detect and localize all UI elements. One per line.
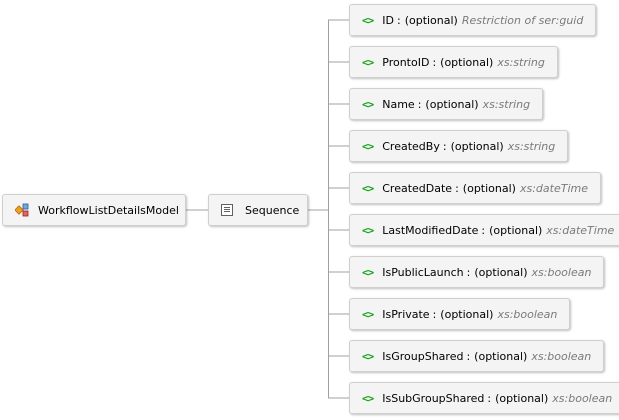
- element-occurrence: (optional): [450, 139, 504, 153]
- element-type: Restriction of ser:guid: [461, 13, 584, 27]
- element-name: IsGroupShared: [382, 349, 464, 363]
- element-separator: :: [466, 349, 471, 363]
- element-separator: :: [432, 307, 437, 321]
- sequence-label: Sequence: [245, 203, 300, 217]
- element-node[interactable]: <> Name:(optional)xs:string: [349, 88, 544, 120]
- element-occurrence: (optional): [474, 265, 528, 279]
- element-name: IsPublicLaunch: [382, 265, 464, 279]
- element-icon: <>: [362, 139, 374, 153]
- element-separator: :: [487, 391, 492, 405]
- element-type: xs:boolean: [531, 349, 592, 363]
- element-icon: <>: [362, 349, 374, 363]
- element-type: xs:string: [507, 139, 556, 153]
- complex-type-icon: [15, 203, 29, 217]
- element-occurrence: (optional): [474, 349, 528, 363]
- element-type: xs:dateTime: [546, 223, 615, 237]
- element-node[interactable]: <> CreatedBy:(optional)xs:string: [349, 130, 569, 162]
- element-occurrence: (optional): [440, 55, 494, 69]
- element-occurrence: (optional): [440, 307, 494, 321]
- element-icon: <>: [362, 391, 374, 405]
- element-type: xs:boolean: [552, 391, 613, 405]
- element-node[interactable]: <> CreatedDate:(optional)xs:dateTime: [349, 172, 601, 204]
- element-icon: <>: [362, 97, 374, 111]
- element-occurrence: (optional): [462, 181, 516, 195]
- element-icon: <>: [362, 55, 374, 69]
- element-node[interactable]: <> ProntoID:(optional)xs:string: [349, 46, 558, 78]
- element-node[interactable]: <> IsPrivate:(optional)xs:boolean: [349, 298, 571, 330]
- element-icon: <>: [362, 181, 374, 195]
- element-node[interactable]: <> IsGroupShared:(optional)xs:boolean: [349, 340, 605, 372]
- element-icon: <>: [362, 307, 374, 321]
- sequence-node[interactable]: Sequence: [208, 194, 308, 226]
- element-occurrence: (optional): [489, 223, 543, 237]
- element-node[interactable]: <> IsSubGroupShared:(optional)xs:boolean: [349, 382, 619, 414]
- element-name: IsSubGroupShared: [382, 391, 485, 405]
- element-separator: :: [481, 223, 486, 237]
- element-node[interactable]: <> LastModifiedDate:(optional)xs:dateTime: [349, 214, 619, 246]
- element-separator: :: [417, 97, 422, 111]
- element-name: CreatedDate: [382, 181, 453, 195]
- element-separator: :: [432, 55, 437, 69]
- element-separator: :: [442, 139, 447, 153]
- element-occurrence: (optional): [404, 13, 458, 27]
- element-type: xs:dateTime: [519, 181, 588, 195]
- element-separator: :: [455, 181, 459, 195]
- element-name: Name: [382, 97, 415, 111]
- element-type: xs:boolean: [497, 307, 558, 321]
- element-name: ProntoID: [382, 55, 430, 69]
- element-name: IsPrivate: [382, 307, 430, 321]
- element-node[interactable]: <> ID:(optional)Restriction of ser:guid: [349, 4, 597, 36]
- root-type-node[interactable]: WorkflowListDetailsModel: [2, 194, 186, 226]
- element-occurrence: (optional): [495, 391, 549, 405]
- element-name: CreatedBy: [382, 139, 440, 153]
- element-type: xs:boolean: [531, 265, 592, 279]
- element-type: xs:string: [482, 97, 531, 111]
- element-icon: <>: [362, 13, 374, 27]
- element-separator: :: [396, 13, 401, 27]
- element-separator: :: [466, 265, 471, 279]
- element-icon: <>: [362, 265, 374, 279]
- sequence-icon: [221, 204, 233, 216]
- element-occurrence: (optional): [425, 97, 479, 111]
- element-node[interactable]: <> IsPublicLaunch:(optional)xs:boolean: [349, 256, 605, 288]
- root-type-label: WorkflowListDetailsModel: [38, 203, 179, 217]
- element-icon: <>: [362, 223, 374, 237]
- element-name: LastModifiedDate: [382, 223, 479, 237]
- element-type: xs:string: [497, 55, 545, 69]
- element-name: ID: [382, 13, 394, 27]
